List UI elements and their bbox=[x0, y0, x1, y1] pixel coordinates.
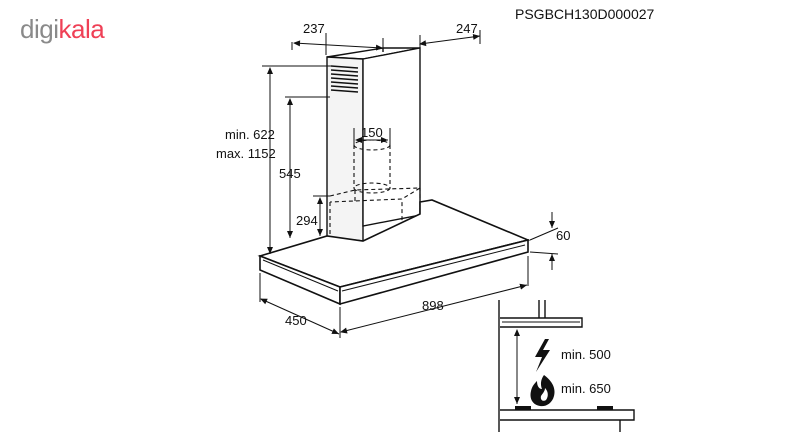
dim-total-height bbox=[262, 65, 332, 254]
dim-chimney-depth bbox=[419, 30, 481, 48]
dim-height-545 bbox=[285, 96, 330, 238]
model-code: PSGBCH130D000027 bbox=[515, 6, 655, 22]
dim-label-min-622: min. 622 bbox=[225, 127, 275, 142]
chimney bbox=[326, 47, 421, 242]
canopy-edge-line bbox=[262, 259, 339, 292]
lightning-icon bbox=[535, 339, 550, 372]
dim-thickness-60 bbox=[529, 212, 559, 270]
dim-duct-150 bbox=[353, 128, 391, 145]
dim-label-max-1152: max. 1152 bbox=[216, 146, 276, 161]
chimney-vent-grille bbox=[330, 65, 359, 93]
dim-chimney-width bbox=[291, 33, 384, 55]
dim-label-294: 294 bbox=[296, 213, 318, 228]
dim-label-545: 545 bbox=[279, 166, 301, 181]
flame-icon bbox=[530, 375, 555, 407]
dim-width-898 bbox=[340, 256, 529, 334]
dim-depth-450 bbox=[259, 273, 341, 338]
dim-label-60: 60 bbox=[556, 228, 570, 243]
dim-label-247: 247 bbox=[456, 21, 478, 36]
logo-part-kala: kala bbox=[58, 14, 105, 44]
logo-part-digi: digi bbox=[20, 14, 59, 44]
dim-label-898: 898 bbox=[422, 298, 444, 313]
dim-label-237: 237 bbox=[303, 21, 325, 36]
clearance-inset bbox=[498, 300, 635, 432]
dim-label-150: 150 bbox=[361, 125, 383, 140]
digikala-logo: digikala bbox=[20, 14, 105, 45]
dim-height-294 bbox=[313, 195, 330, 236]
dim-label-450: 450 bbox=[285, 313, 307, 328]
canopy-edge-line bbox=[341, 244, 526, 292]
clearance-electric-label: min. 500 bbox=[561, 347, 611, 362]
clearance-gas-label: min. 650 bbox=[561, 381, 611, 396]
